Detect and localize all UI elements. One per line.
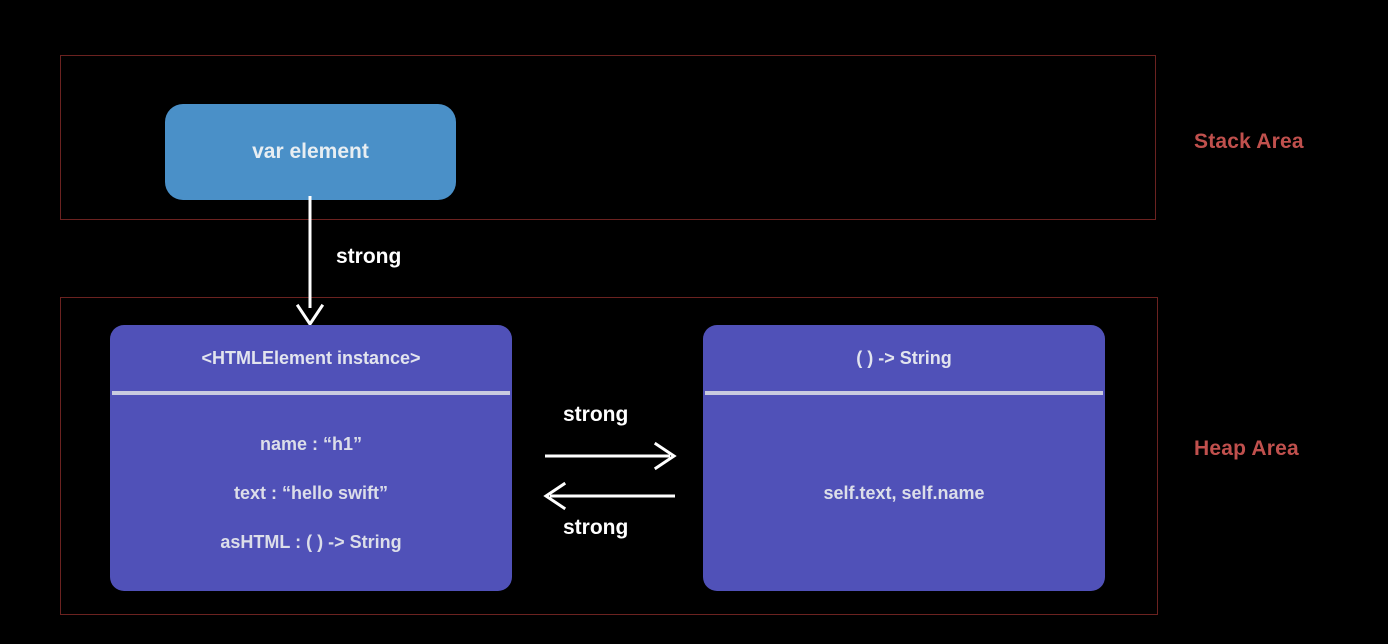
instance-header-label: <HTMLElement instance> [201,347,421,368]
instance-property-row: asHTML : ( ) -> String [220,531,402,552]
htmlelement-instance-node[interactable]: <HTMLElement instance> name : “h1” text … [110,325,512,591]
strong-label-instance-to-closure: strong [563,403,629,426]
closure-header-label: ( ) -> String [856,347,952,368]
stack-area-label: Stack Area [1194,130,1304,153]
closure-header: ( ) -> String [703,325,1105,391]
instance-header-divider [112,391,510,395]
strong-label-stack-to-instance: strong [336,245,402,268]
closure-capture-row: self.text, self.name [823,482,985,503]
heap-area-region [60,297,1158,615]
closure-node[interactable]: ( ) -> String self.text, self.name [703,325,1105,591]
var-element-node[interactable]: var element [165,104,456,200]
strong-arrow-down-icon [295,196,325,327]
closure-body: self.text, self.name [703,395,1105,591]
instance-header: <HTMLElement instance> [110,325,512,391]
closure-header-divider [705,391,1103,395]
strong-label-closure-to-instance: strong [563,516,629,539]
stack-area-region [60,55,1156,220]
heap-area-label: Heap Area [1194,437,1299,460]
var-element-label: var element [252,140,369,163]
instance-body: name : “h1” text : “hello swift” asHTML … [110,395,512,591]
instance-property-row: text : “hello swift” [233,482,388,503]
instance-property-row: name : “h1” [259,433,363,454]
strong-arrows-bidirectional-icon [543,441,677,511]
